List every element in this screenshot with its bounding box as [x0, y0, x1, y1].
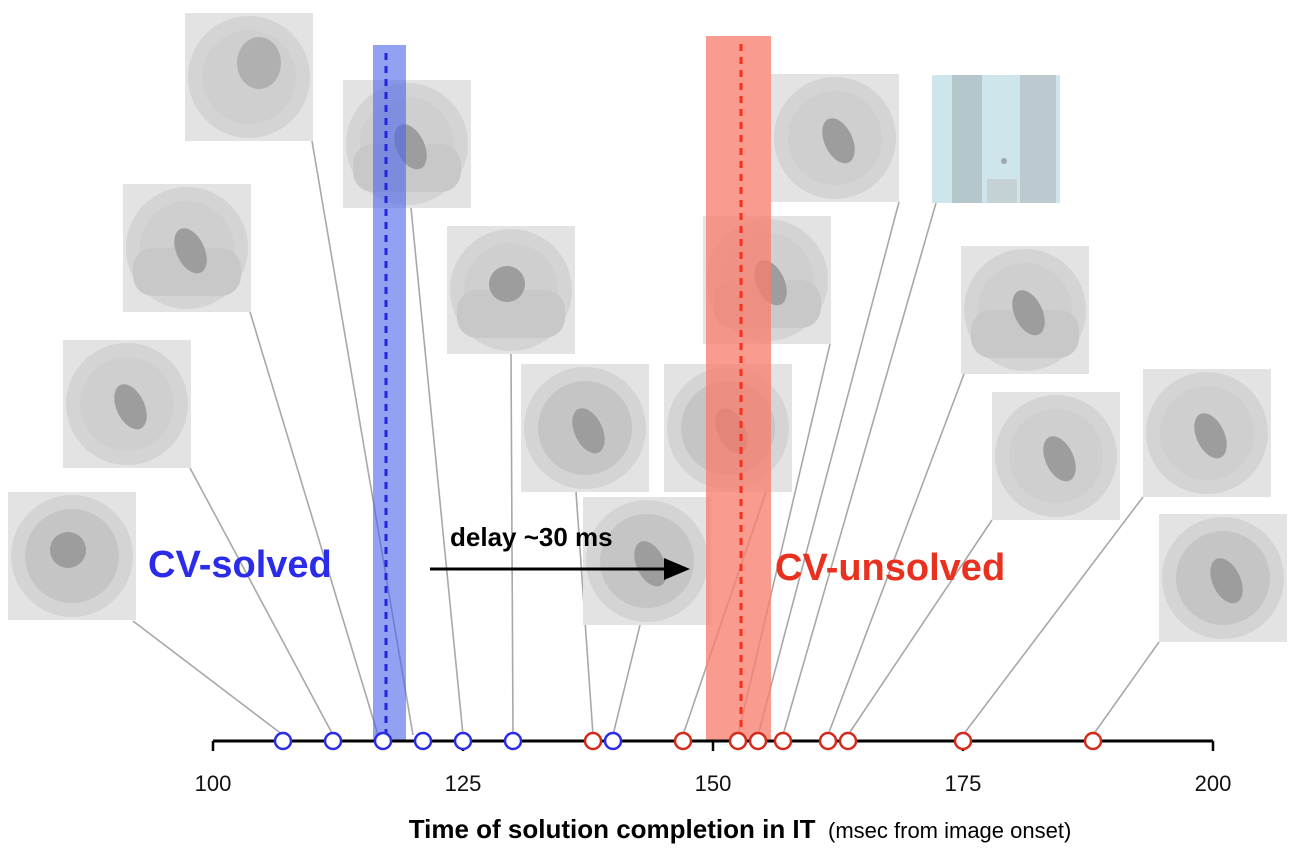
leader-line	[782, 202, 937, 736]
data-point-cv-solved	[453, 731, 473, 751]
data-point-cv-solved	[273, 731, 293, 751]
building-right	[1020, 75, 1056, 203]
data-point-cv-solved	[373, 731, 393, 751]
subject-object	[634, 541, 667, 587]
thumbnail-room	[771, 74, 899, 202]
plane-dot	[1001, 158, 1007, 164]
ground-band	[457, 290, 565, 338]
thumbnail-rock	[583, 497, 711, 625]
leader-line	[510, 353, 514, 736]
leader-line	[1092, 641, 1160, 736]
mean-bands	[373, 36, 771, 741]
leader-line	[757, 201, 900, 736]
leader-line	[962, 496, 1144, 736]
thumbnail-city	[932, 75, 1060, 203]
ball-object	[489, 266, 525, 302]
x-tick-label: 200	[1195, 771, 1232, 796]
ball-object	[50, 532, 86, 568]
data-point-cv-unsolved	[838, 731, 858, 751]
x-axis-units: (msec from image onset)	[828, 818, 1071, 843]
leader-line	[189, 467, 334, 736]
data-point-cv-solved	[413, 731, 433, 751]
ground-band	[133, 248, 241, 296]
thumbnail-sea-ball	[447, 226, 575, 354]
data-point-cv-solved	[323, 731, 343, 751]
subject-object	[1210, 558, 1243, 604]
delay-label: delay ~30 ms	[450, 522, 613, 552]
subject-object	[822, 118, 855, 164]
thumbnail-zebra	[63, 340, 191, 468]
leader-line	[249, 311, 379, 736]
thumbnail-horse	[343, 80, 471, 208]
leader-line	[827, 373, 965, 736]
band-cv-unsolved	[706, 36, 771, 741]
thumbnail-snow-car	[992, 392, 1120, 520]
data-point-cv-unsolved	[1083, 731, 1103, 751]
leader-line	[612, 624, 641, 736]
subject-object	[1194, 413, 1227, 459]
subject-object	[572, 408, 605, 454]
band-cv-solved	[373, 45, 406, 741]
data-point-cv-solved	[603, 731, 623, 751]
data-point-cv-unsolved	[748, 731, 768, 751]
data-point-cv-unsolved	[818, 731, 838, 751]
thumbnail-trees	[521, 364, 649, 492]
ground-band	[971, 310, 1079, 358]
thumbnail-wall	[1143, 369, 1271, 497]
subject-object	[1043, 436, 1076, 482]
subject-object	[1012, 290, 1045, 336]
thumbnail-hippo	[123, 184, 251, 312]
head-object	[237, 37, 281, 89]
subject-object	[174, 228, 207, 274]
x-axis: 100 125 150 175 200	[195, 739, 1232, 796]
thumbnail-ball	[8, 492, 136, 620]
x-tick-label: 125	[445, 771, 482, 796]
thumbnail-head	[185, 13, 313, 141]
building-low	[987, 179, 1017, 203]
data-point-cv-unsolved	[953, 731, 973, 751]
x-tick-label: 100	[195, 771, 232, 796]
data-point-cv-unsolved	[728, 731, 748, 751]
data-point-cv-unsolved	[673, 731, 693, 751]
building-left	[952, 75, 982, 203]
subject-object	[114, 384, 147, 430]
data-points	[273, 731, 1103, 751]
leader-line	[132, 620, 284, 736]
leader-line	[410, 207, 464, 736]
cv-solved-label: CV-solved	[148, 544, 332, 586]
data-point-cv-unsolved	[773, 731, 793, 751]
x-tick-label: 150	[695, 771, 732, 796]
image-thumbnails	[8, 13, 1287, 642]
x-axis-title: Time of solution completion in IT	[409, 814, 816, 844]
x-tick-label: 175	[945, 771, 982, 796]
data-point-cv-unsolved	[583, 731, 603, 751]
thumbnail-plane	[1159, 514, 1287, 642]
delay-arrow-head	[664, 558, 690, 580]
leader-line	[847, 519, 993, 736]
data-point-cv-solved	[503, 731, 523, 751]
leader-lines	[132, 140, 1160, 736]
cv-unsolved-label: CV-unsolved	[775, 547, 1005, 589]
thumbnail-sunset	[961, 246, 1089, 374]
x-axis-label: Time of solution completion in IT (msec …	[409, 814, 1072, 844]
